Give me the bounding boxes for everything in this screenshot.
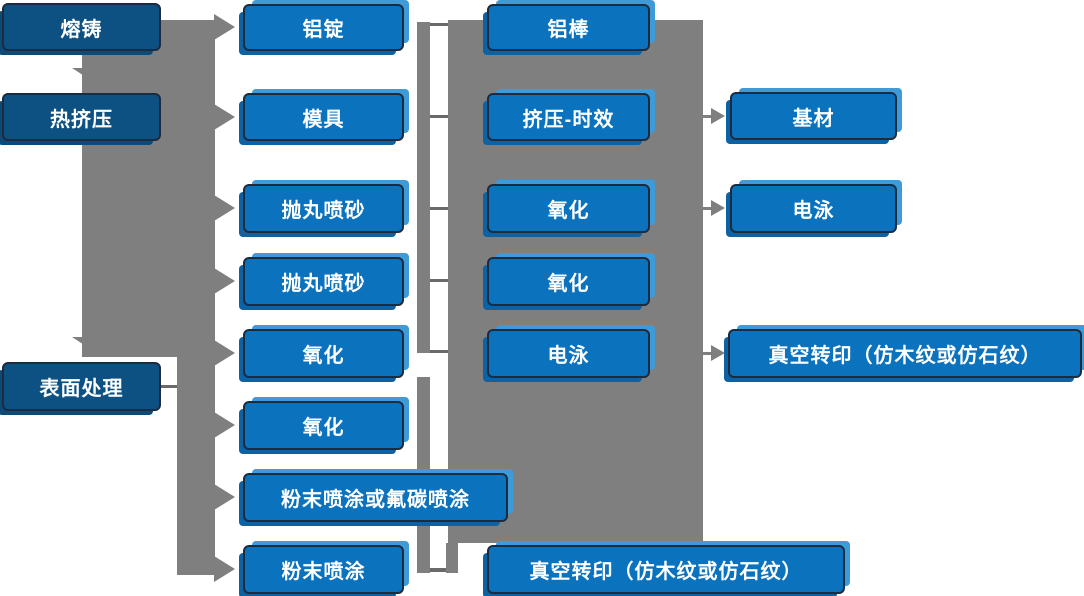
node-aluminum-ingot: 铝锭	[243, 4, 404, 51]
node-extrusion-aging: 挤压-时效	[487, 93, 650, 141]
arrow-stem-to-vacuum-transfer-print-2	[701, 352, 713, 355]
arrowhead-to-electrophoresis-2	[711, 200, 725, 216]
connector-strip-bottom	[446, 543, 458, 573]
tie-line-row2	[430, 115, 448, 118]
tie-line-row4	[430, 279, 448, 282]
node-oxidation-3: 氧化	[487, 184, 650, 233]
arrowhead-to-mold	[214, 104, 235, 130]
tie-line-surface-treatment	[161, 385, 177, 388]
node-melt-casting: 熔铸	[2, 3, 161, 51]
node-aluminum-rod: 铝棒	[487, 4, 650, 51]
arrowhead-to-oxidation-1	[214, 340, 235, 366]
node-mold: 模具	[243, 93, 404, 141]
connector-band-narrow	[177, 357, 215, 575]
node-hot-extrusion: 热挤压	[2, 93, 161, 141]
arrowhead-to-vacuum-transfer-print-2	[711, 345, 725, 361]
arrowhead-to-oxidation-2	[214, 412, 235, 438]
node-shot-blasting-1: 抛丸喷砂	[243, 184, 404, 233]
arrowhead-to-hot-extrusion	[72, 68, 118, 83]
arrow-stem-to-electrophoresis-2	[701, 207, 713, 210]
node-electrophoresis-1: 电泳	[487, 329, 650, 378]
tie-line-row1	[430, 23, 448, 26]
node-electrophoresis-2: 电泳	[730, 184, 897, 233]
node-shot-blasting-2: 抛丸喷砂	[243, 257, 404, 306]
node-powder-or-fluorocarbon-coating: 粉末喷涂或氟碳喷涂	[243, 473, 508, 522]
node-oxidation-2: 氧化	[243, 401, 404, 450]
node-vacuum-transfer-print-2: 真空转印（仿木纹或仿石纹）	[728, 329, 1082, 378]
arrowhead-to-shot-blasting-1	[214, 195, 235, 221]
arrow-stem-to-base-material	[701, 115, 713, 118]
node-oxidation-1: 氧化	[243, 329, 404, 378]
node-powder-coating: 粉末喷涂	[243, 545, 404, 594]
node-base-material: 基材	[730, 92, 897, 140]
arrowhead-to-aluminum-ingot	[214, 14, 235, 40]
node-vacuum-transfer-print-1: 真空转印（仿木纹或仿石纹）	[487, 545, 845, 594]
tie-line-bottom	[430, 568, 446, 572]
arrowhead-to-surface-treatment	[72, 337, 118, 352]
node-surface-treatment: 表面处理	[2, 362, 161, 411]
arrowhead-to-powder-or-fluorocarbon-coating	[214, 484, 235, 510]
arrowhead-to-shot-blasting-2	[214, 268, 235, 294]
tie-line-row3	[430, 207, 448, 210]
connector-bus-upper	[417, 22, 430, 353]
arrowhead-to-powder-coating	[214, 556, 235, 582]
tie-line-row5	[430, 350, 448, 353]
node-oxidation-4: 氧化	[487, 257, 650, 306]
arrowhead-to-base-material	[711, 108, 725, 124]
